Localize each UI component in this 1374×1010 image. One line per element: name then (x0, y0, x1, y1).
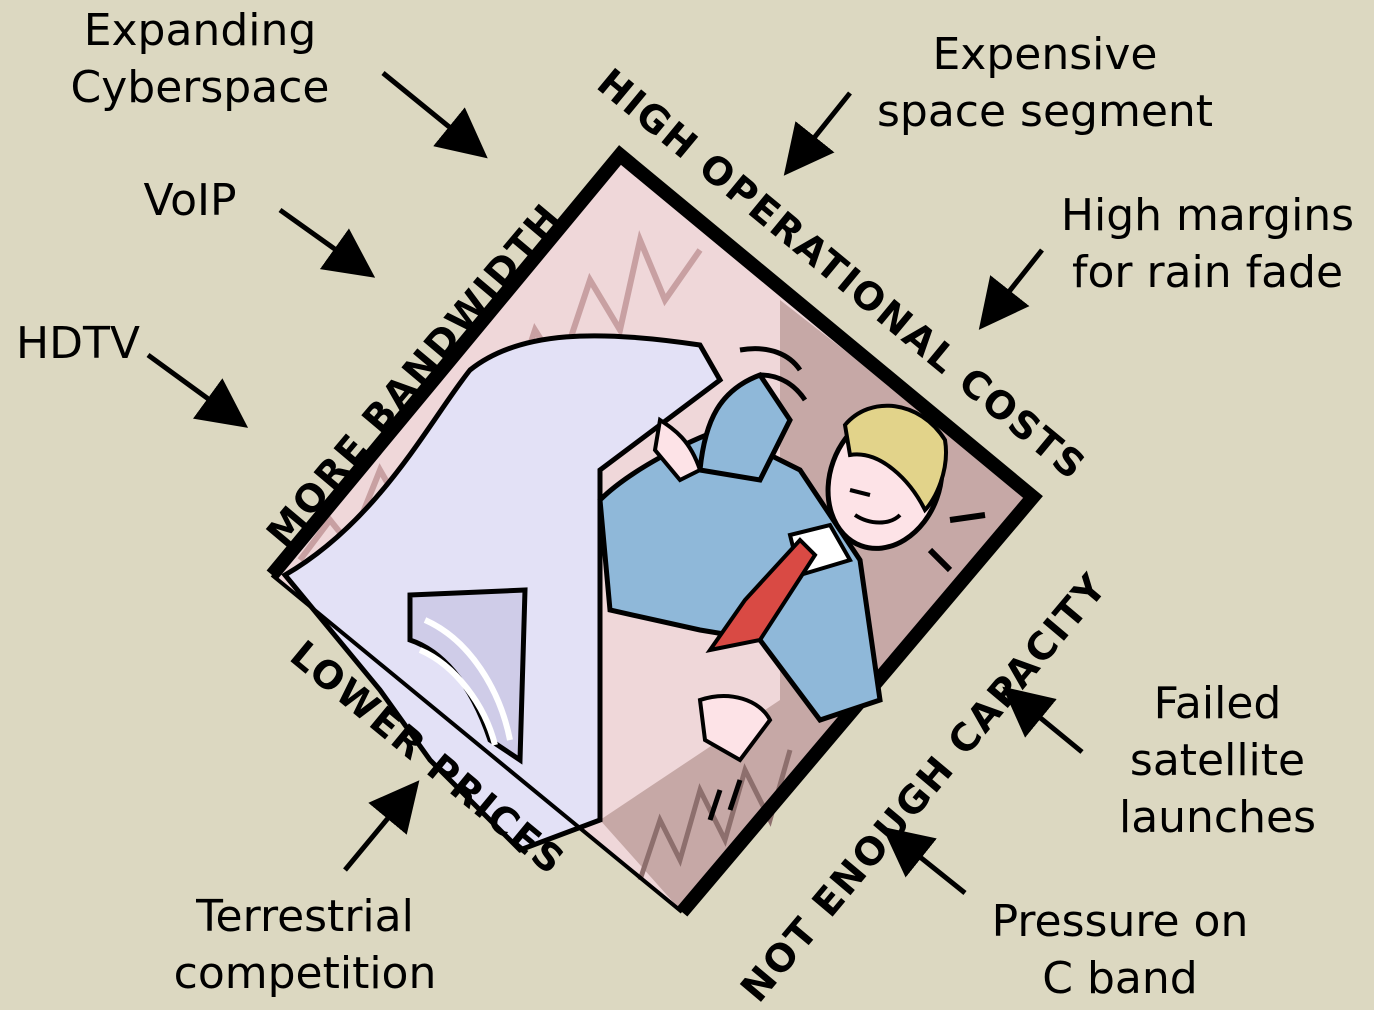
label-pressure-line1: Pressure on (965, 893, 1275, 950)
label-margins-line1: High margins (1045, 187, 1370, 244)
arrow-terrestrial (345, 788, 413, 870)
label-failed-launches: Failed satellite launches (1090, 675, 1345, 846)
label-failed-line1: Failed (1090, 675, 1345, 732)
arrow-expensive (790, 93, 850, 168)
label-terrestrial-line2: competition (145, 945, 465, 1002)
label-expensive-line1: Expensive (860, 26, 1230, 83)
label-voip: VoIP (130, 172, 250, 229)
label-failed-line2: satellite (1090, 732, 1345, 789)
arrow-voip (280, 210, 367, 272)
label-expanding-line2: Cyberspace (55, 59, 345, 116)
label-terrestrial-competition: Terrestrial competition (145, 888, 465, 1002)
label-hdtv: HDTV (8, 315, 148, 372)
label-pressure-c-band: Pressure on C band (965, 893, 1275, 1007)
arrow-margins (985, 250, 1042, 322)
label-expensive-space-segment: Expensive space segment (860, 26, 1230, 140)
arrow-hdtv (148, 355, 240, 422)
label-expanding-cyberspace: Expanding Cyberspace (55, 2, 345, 116)
label-terrestrial-line1: Terrestrial (145, 888, 465, 945)
arrow-expanding (383, 73, 480, 152)
label-expanding-line1: Expanding (55, 2, 345, 59)
label-expensive-line2: space segment (860, 83, 1230, 140)
label-failed-line3: launches (1090, 789, 1345, 846)
label-pressure-line2: C band (965, 950, 1275, 1007)
label-margins-line2: for rain fade (1045, 244, 1370, 301)
label-high-margins: High margins for rain fade (1045, 187, 1370, 301)
